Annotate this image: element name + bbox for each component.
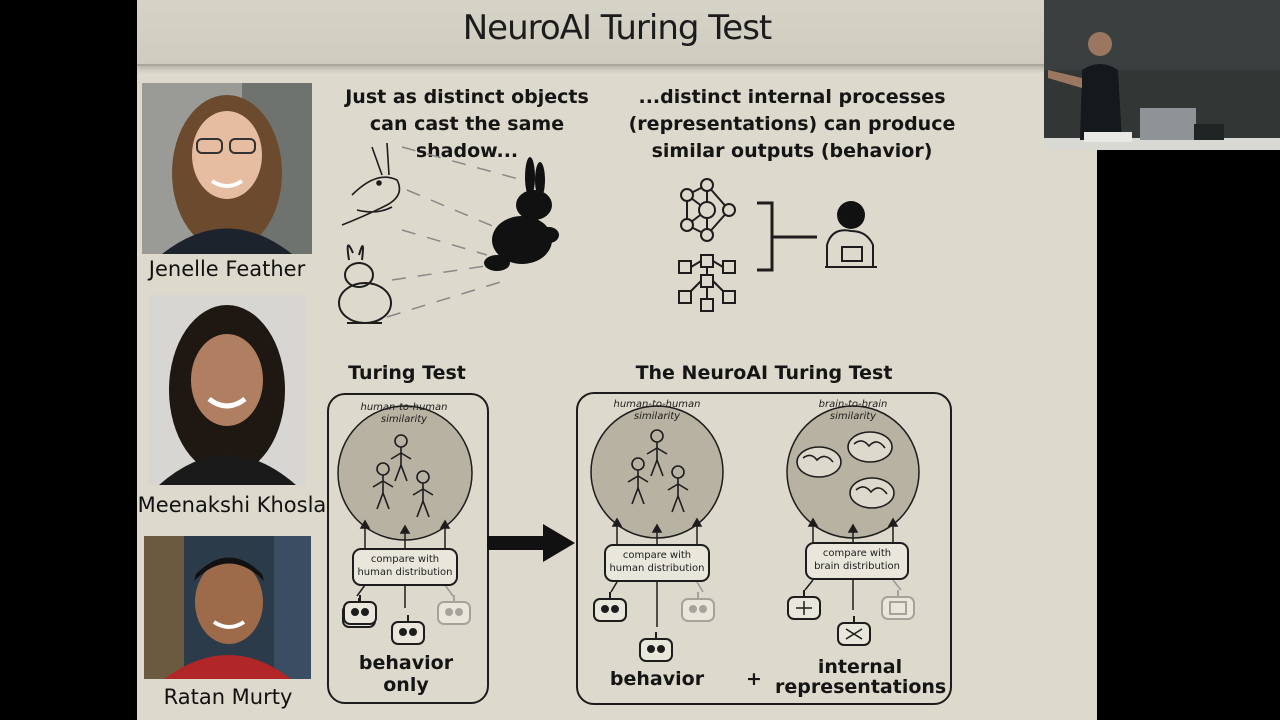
internal-representations-line-2: representations xyxy=(775,676,947,698)
flowchart-icon xyxy=(678,254,736,312)
speaker-video-feed xyxy=(1044,0,1280,150)
slide-title: NeuroAI Turing Test xyxy=(462,8,773,48)
turing-compare-label: compare with human distribution xyxy=(352,548,458,586)
turing-test-heading: Turing Test xyxy=(348,362,466,384)
left-compare-label-line-2: human distribution xyxy=(609,563,705,574)
representations-caption-line-3: similar outputs (behavior) xyxy=(651,140,933,162)
neuroai-test-diagram xyxy=(590,405,920,627)
internal-representations-label: internal representations xyxy=(775,656,947,698)
rabbit-shadow-icon xyxy=(484,157,559,271)
neuroai-left-circle-label: human-to-human similarity xyxy=(602,399,712,423)
turing-circle-label: human-to-human similarity xyxy=(349,402,459,426)
name-meenakshi-khosla: Meenakshi Khosla xyxy=(137,493,327,517)
turing-test-diagram xyxy=(337,405,473,628)
neuroai-robots xyxy=(593,590,915,662)
person-at-computer-icon xyxy=(825,201,877,268)
neural-network-icon xyxy=(680,178,736,242)
rabbit-outline-icon xyxy=(338,244,392,324)
neuroai-right-circle-label: brain-to-brain similarity xyxy=(798,399,908,423)
person-portrait-icon xyxy=(142,83,312,254)
bracket-icon xyxy=(757,201,817,272)
shadow-caption-line-2: can cast the same shadow... xyxy=(369,113,565,162)
turing-circle-label-line-2: similarity xyxy=(380,414,428,425)
representations-caption: ...distinct internal processes (represen… xyxy=(622,84,962,165)
turing-compare-label-line-2: human distribution xyxy=(357,567,453,578)
neuroai-right-compare-label: compare with brain distribution xyxy=(805,542,909,580)
plus-sign: + xyxy=(746,668,762,690)
left-compare-label-line-1: compare with xyxy=(622,550,692,561)
photo-meenakshi-khosla xyxy=(149,295,306,485)
right-compare-label-line-2: brain distribution xyxy=(814,561,900,572)
stick-figures-icon xyxy=(372,434,434,518)
stick-figures-icon xyxy=(627,429,689,513)
behavior-only-label: behavior only xyxy=(327,652,485,696)
neuroai-left-compare-label: compare with human distribution xyxy=(604,544,710,582)
turing-compare-label-line-1: compare with xyxy=(370,554,440,565)
left-circle-label-line-1: human-to-human xyxy=(613,399,701,410)
faded-robot-icon xyxy=(681,590,915,622)
neuroai-test-box xyxy=(576,392,952,705)
right-arrow-icon xyxy=(487,524,575,562)
turing-circle-label-line-1: human-to-human xyxy=(360,402,448,413)
faded-robot-icon xyxy=(437,595,471,625)
representations-caption-line-1: ...distinct internal processes xyxy=(638,86,946,108)
photo-jenelle-feather xyxy=(142,83,312,254)
right-circle-label-line-1: brain-to-brain xyxy=(818,399,888,410)
left-circle-label-line-2: similarity xyxy=(633,411,681,422)
name-ratan-murty: Ratan Murty xyxy=(163,685,293,709)
turing-robots xyxy=(343,595,471,645)
speaker-camera-icon xyxy=(1044,0,1280,150)
behavior-label: behavior xyxy=(609,668,705,690)
robot-icon xyxy=(343,595,425,645)
person-portrait-icon xyxy=(149,295,306,485)
robot-icon xyxy=(593,590,871,662)
person-portrait-icon xyxy=(144,536,311,679)
neuroai-test-heading: The NeuroAI Turing Test xyxy=(635,362,893,384)
shadow-caption: Just as distinct objects can cast the sa… xyxy=(317,84,617,165)
brain-icon xyxy=(796,431,895,509)
processes-illustration xyxy=(678,178,877,312)
title-bar xyxy=(137,0,1097,66)
internal-representations-line-1: internal xyxy=(817,656,903,678)
shadow-caption-line-1: Just as distinct objects xyxy=(345,86,589,108)
right-circle-label-line-2: similarity xyxy=(829,411,877,422)
right-compare-label-line-1: compare with xyxy=(822,548,892,559)
representations-caption-line-2: (representations) can produce xyxy=(628,113,956,135)
behavior-only-line-2: only xyxy=(383,674,429,696)
presentation-slide: NeuroAI Turing Test Jenelle Feather Meen… xyxy=(137,0,1097,720)
behavior-only-line-1: behavior xyxy=(358,652,454,674)
name-jenelle-feather: Jenelle Feather xyxy=(148,257,306,281)
shadow-illustration xyxy=(338,142,559,324)
hand-shadow-puppet-icon xyxy=(341,142,401,226)
photo-ratan-murty xyxy=(144,536,311,679)
